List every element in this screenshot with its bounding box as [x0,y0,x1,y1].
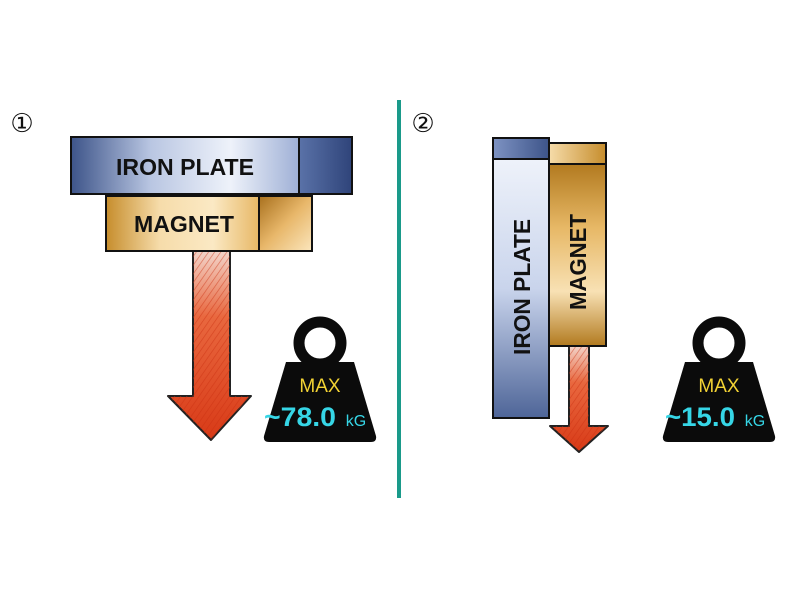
weight-value: ~78.0 [264,402,336,432]
iron-plate: IRON PLATE [70,136,353,195]
weight-max-label: MAX [299,376,341,397]
weight-icon: MAX ~78.0 kG [263,316,377,442]
weight-unit: kG [346,413,366,430]
down-arrow-icon [167,249,252,441]
magnet: MAGNET [548,142,607,347]
down-arrow-icon [549,344,609,453]
panel-divider [397,100,401,498]
weight-unit: kG [745,413,765,430]
iron-plate-label: IRON PLATE [116,154,254,180]
panel-2-number-marker: ② [411,109,434,139]
weight-icon: MAX ~15.0 kG [662,316,776,442]
iron-plate-label: IRON PLATE [509,219,535,355]
weight-max-label: MAX [698,376,740,397]
iron-plate: IRON PLATE [492,137,550,419]
magnet: MAGNET [105,195,313,252]
panel-1: ① IRON PLATE MAGNET MAX ~78.0 kG [10,109,377,442]
magnet-label: MAGNET [565,214,591,310]
magnet-label: MAGNET [134,211,234,237]
weight-value: ~15.0 [665,402,735,432]
panel-1-number-marker: ① [10,109,33,139]
panel-2: ② IRON PLATE MAGNET MAX ~15.0 kG [411,109,776,453]
